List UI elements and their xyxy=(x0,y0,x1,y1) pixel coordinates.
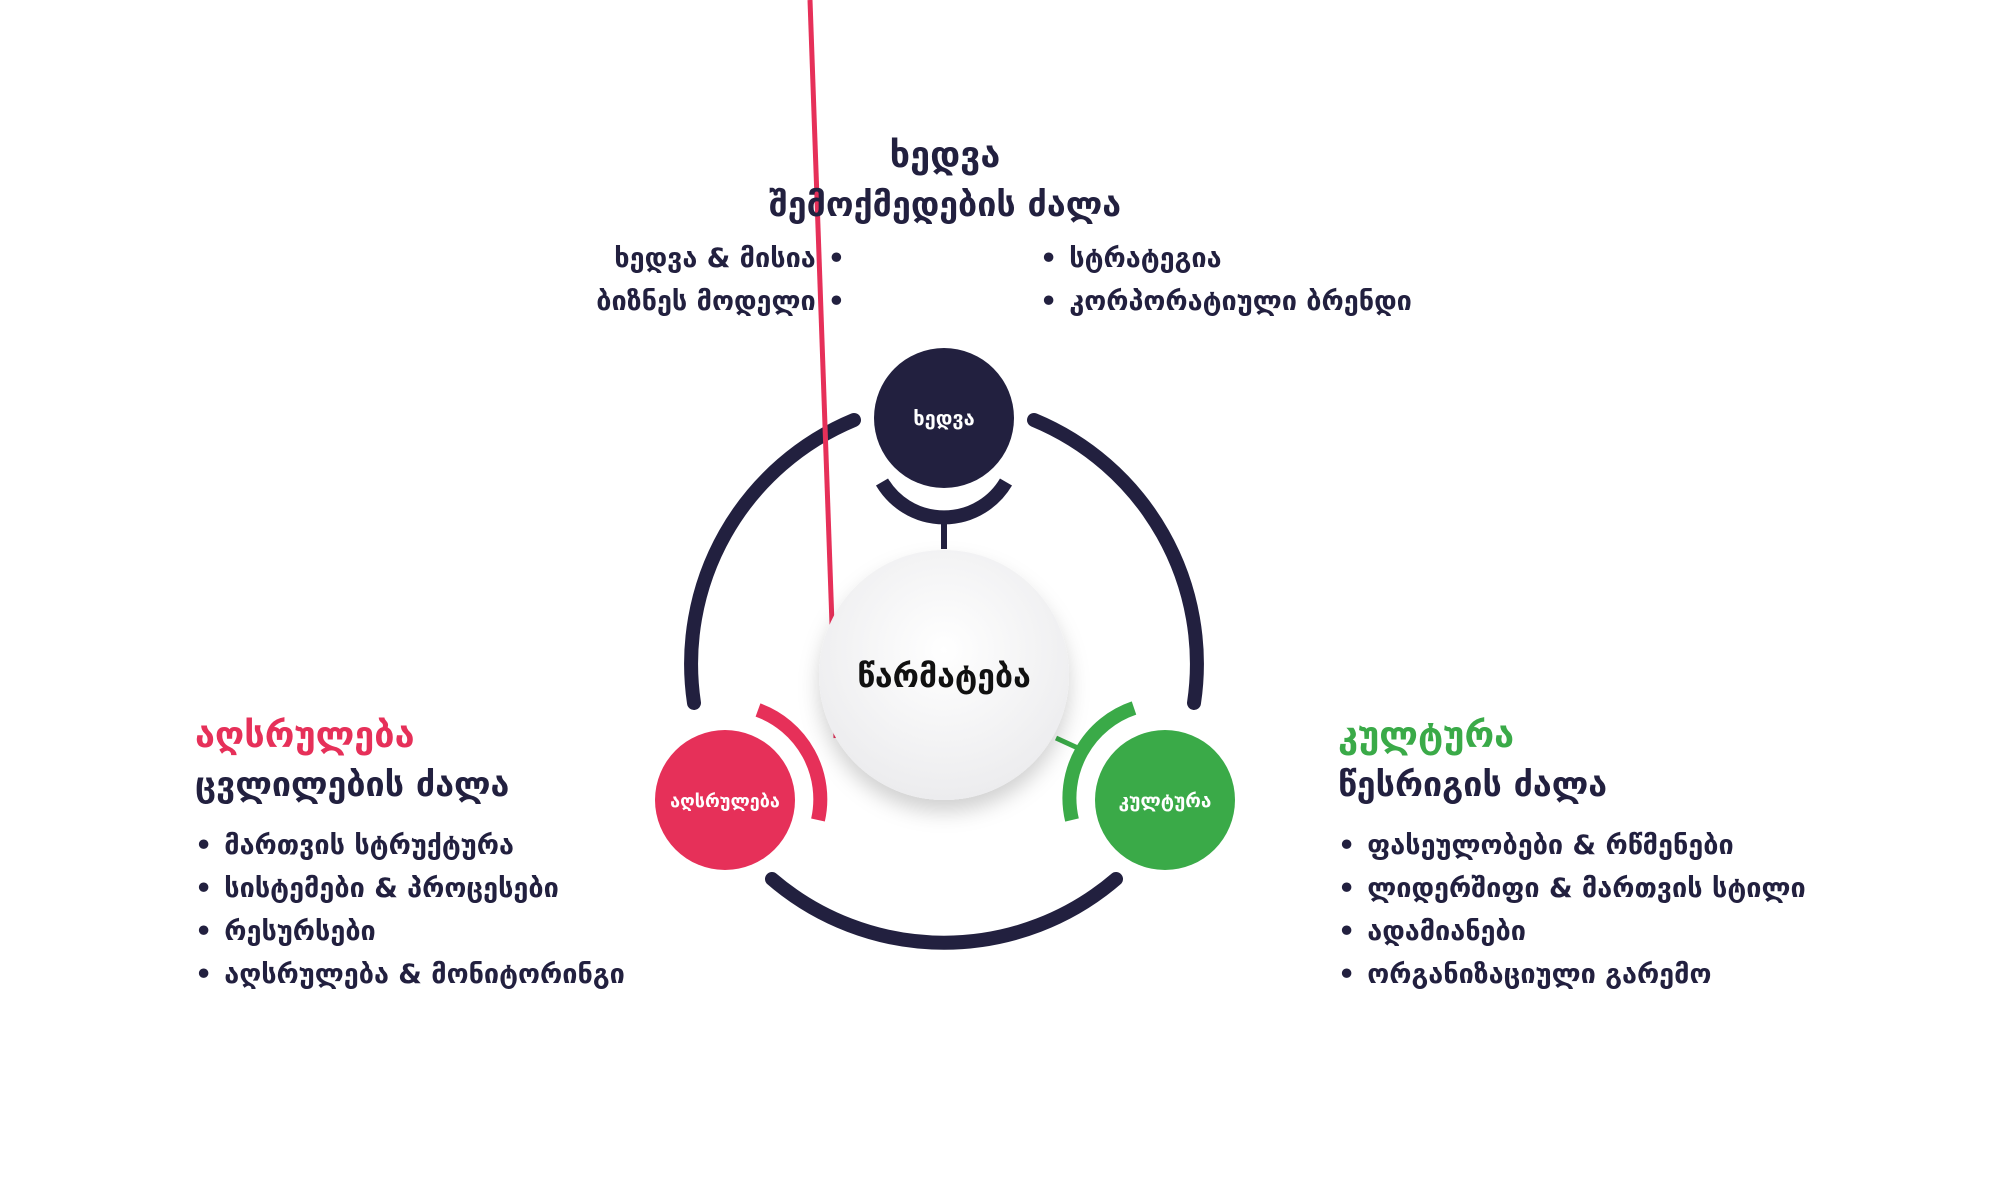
list-item: ორგანიზაციული გარემო xyxy=(1338,953,1806,996)
vision-left-list: ხედვა & მისია ბიზნეს მოდელი xyxy=(596,237,845,323)
right-node-accent-arc xyxy=(1062,701,1137,822)
ring-arc-bottom xyxy=(765,872,1123,950)
list-item: აღსრულება & მონიტორინგი xyxy=(195,953,625,996)
top-node-accent-arc xyxy=(875,478,1013,525)
list-item: რესურსები xyxy=(195,910,625,953)
culture-subtitle: წესრიგის ძალა xyxy=(1338,765,1608,805)
list-item: სისტემები & პროცესები xyxy=(195,867,625,910)
list-item: ადამიანები xyxy=(1338,910,1806,953)
node-vision xyxy=(874,348,1014,488)
execution-list: მართვის სტრუქტურა სისტემები & პროცესები … xyxy=(195,824,625,996)
list-item: ლიდერშიფი & მართვის სტილი xyxy=(1338,867,1805,910)
center-label: წარმატება xyxy=(857,657,1031,695)
node-vision-label: ხედვა xyxy=(913,406,975,430)
culture-section-heading: კულტურა წესრიგის ძალა xyxy=(1338,715,1608,805)
ring-arc-upper-left xyxy=(684,413,861,710)
list-item: კორპორატიული ბრენდი xyxy=(1040,280,1412,323)
left-node-accent-arc xyxy=(755,703,828,822)
vision-subtitle: შემოქმედების ძალა xyxy=(768,185,1122,225)
right-connector xyxy=(1054,735,1082,752)
list-item: მართვის სტრუქტურა xyxy=(195,824,625,867)
list-item: ხედვა & მისია xyxy=(596,237,845,280)
left-connector xyxy=(807,0,839,739)
center-circle xyxy=(819,550,1069,800)
vision-right-list: სტრატეგია კორპორატიული ბრენდი xyxy=(1040,237,1412,323)
list-item: ბიზნეს მოდელი xyxy=(596,280,845,323)
vision-section-heading: ხედვა შემოქმედების ძალა xyxy=(0,135,1890,225)
execution-title: აღსრულება xyxy=(195,715,415,756)
list-item: ფასეულობები & რწმენები xyxy=(1338,824,1806,867)
execution-section-heading: აღსრულება ცვლილების ძალა xyxy=(195,715,510,805)
ring-arc-upper-right xyxy=(1027,413,1204,710)
execution-subtitle: ცვლილების ძალა xyxy=(195,765,510,805)
list-item: სტრატეგია xyxy=(1040,237,1412,280)
culture-list: ფასეულობები & რწმენები ლიდერშიფი & მართვ… xyxy=(1338,824,1806,996)
node-execution xyxy=(655,730,795,870)
node-culture-label: კულტურა xyxy=(1119,790,1212,812)
node-culture xyxy=(1095,730,1235,870)
node-execution-label: აღსრულება xyxy=(670,791,780,812)
vision-title: ხედვა xyxy=(889,135,1001,176)
culture-title: კულტურა xyxy=(1338,715,1515,756)
